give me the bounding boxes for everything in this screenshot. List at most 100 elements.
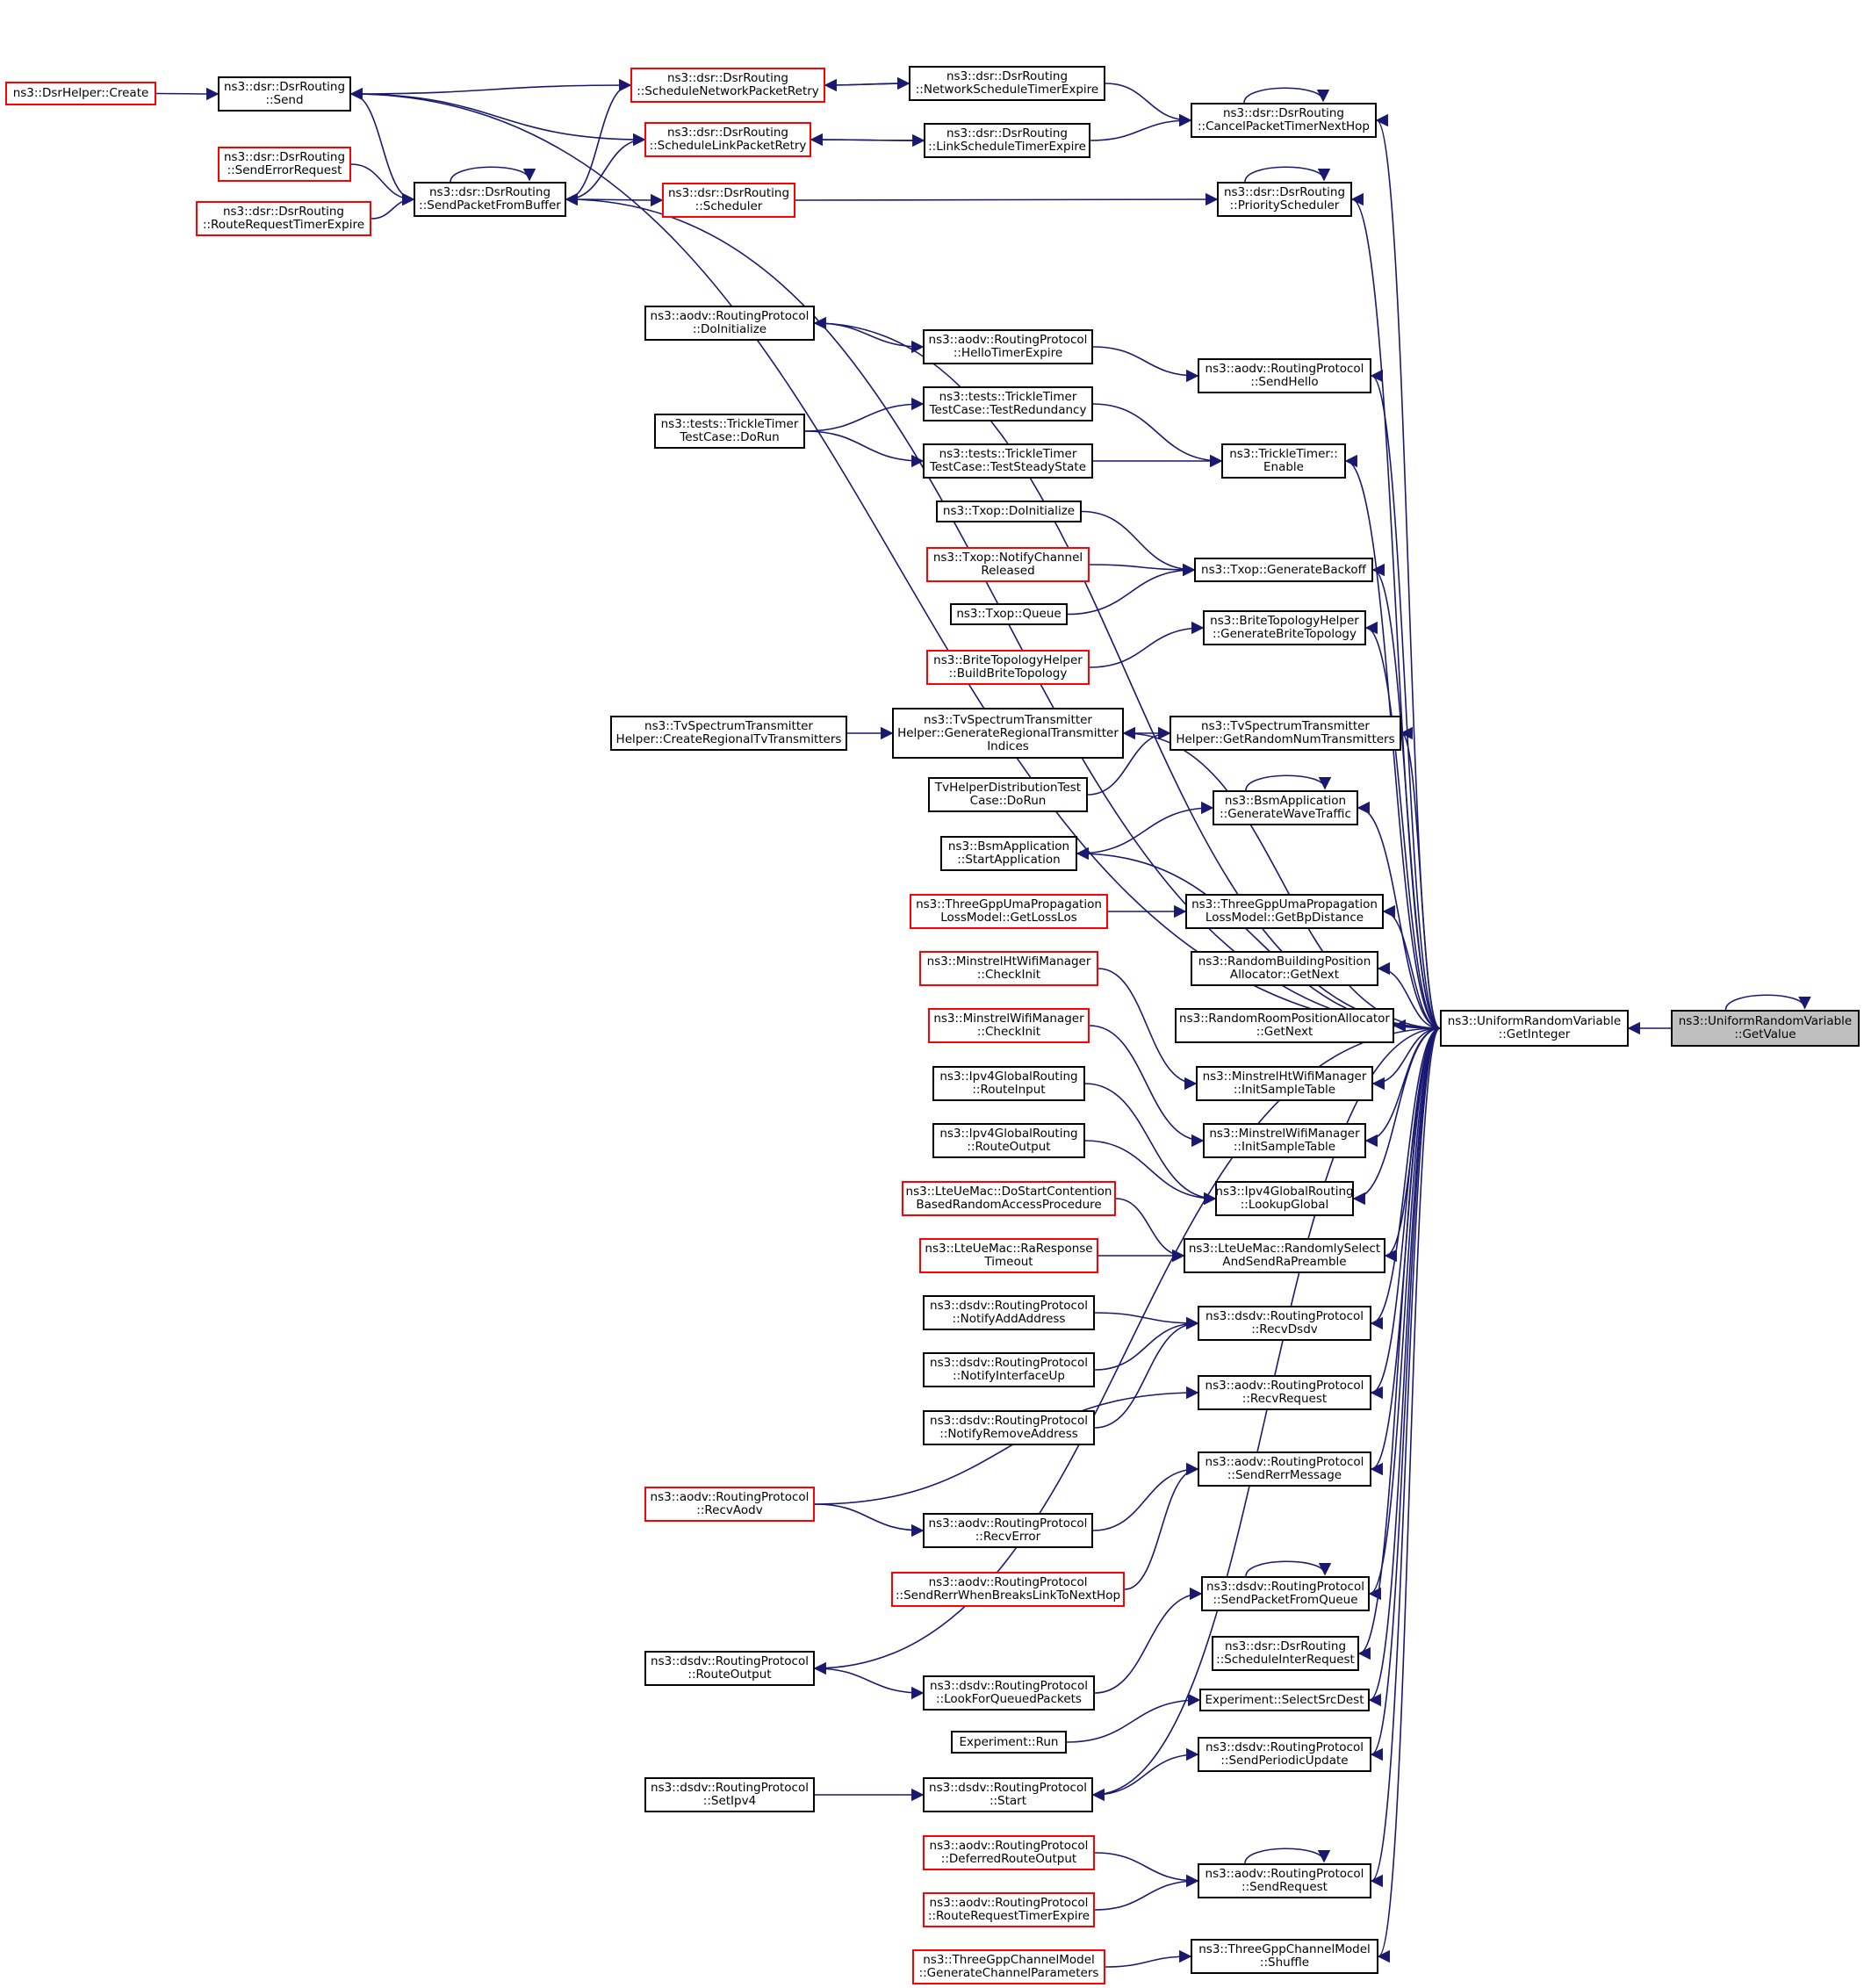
node-dsr-scheduleLinkPacketRetry[interactable]: ns3::dsr::DsrRouting ::ScheduleLinkPacke… xyxy=(644,122,811,157)
node-bsm-generateWaveTraffic[interactable]: ns3::BsmApplication ::GenerateWaveTraffi… xyxy=(1213,790,1358,825)
node-minstrel-initSampleTable[interactable]: ns3::MinstrelWifiManager ::InitSampleTab… xyxy=(1203,1123,1366,1158)
node-txop-doInitialize[interactable]: ns3::Txop::DoInitialize xyxy=(936,501,1082,522)
node-getinteger[interactable]: ns3::UniformRandomVariable ::GetInteger xyxy=(1440,1010,1629,1047)
node-dsr-routeRequestTimerExpire[interactable]: ns3::dsr::DsrRouting ::RouteRequestTimer… xyxy=(196,201,371,236)
node-minstrel-checkInit[interactable]: ns3::MinstrelWifiManager ::CheckInit xyxy=(928,1008,1090,1043)
node-aodv-routeRequestTimerExpire[interactable]: ns3::aodv::RoutingProtocol ::RouteReques… xyxy=(923,1892,1095,1927)
node-uma-getLossLos[interactable]: ns3::ThreeGppUmaPropagation LossModel::G… xyxy=(910,894,1108,929)
edge-dsr-sendPacketFromBuffer-to-dsr-send xyxy=(350,93,415,206)
node-randomBuilding-getNext[interactable]: ns3::RandomBuildingPosition Allocator::G… xyxy=(1191,951,1378,986)
node-dsr-sendPacketFromBuffer[interactable]: ns3::dsr::DsrRouting ::SendPacketFromBuf… xyxy=(414,182,566,217)
node-ipv4-lookupGlobal[interactable]: ns3::Ipv4GlobalRouting ::LookupGlobal xyxy=(1215,1181,1354,1216)
node-label: ns3::dsr::DsrRouting ::SendPacketFromBuf… xyxy=(419,185,561,212)
node-tv-generateRegionalIndices[interactable]: ns3::TvSpectrumTransmitter Helper::Gener… xyxy=(892,708,1124,759)
node-experiment-run[interactable]: Experiment::Run xyxy=(951,1731,1067,1754)
node-label: ns3::LteUeMac::RandomlySelect AndSendRaP… xyxy=(1188,1242,1381,1269)
node-dsr-scheduler[interactable]: ns3::dsr::DsrRouting ::Scheduler xyxy=(662,183,795,218)
node-experiment-selectSrcDest[interactable]: Experiment::SelectSrcDest xyxy=(1199,1689,1370,1711)
node-dsdv-notifyAddAddress[interactable]: ns3::dsdv::RoutingProtocol ::NotifyAddAd… xyxy=(923,1295,1095,1330)
edge-randomBuilding-getNext-to-getinteger xyxy=(1377,962,1441,1029)
node-randomRoom-getNext[interactable]: ns3::RandomRoomPositionAllocator ::GetNe… xyxy=(1175,1008,1394,1043)
edge-dsdv-sendPacketFromQueue-to-getinteger xyxy=(1368,1027,1441,1600)
node-aodv-recvAodv[interactable]: ns3::aodv::RoutingProtocol ::RecvAodv xyxy=(644,1487,815,1522)
node-aodv-sendRerrWhenBreaks[interactable]: ns3::aodv::RoutingProtocol ::SendRerrWhe… xyxy=(891,1572,1125,1607)
node-txop-queue[interactable]: ns3::Txop::Queue xyxy=(950,603,1068,625)
edge-txop-generateBackoff-to-txop-notifyChannelReleased xyxy=(1089,563,1196,577)
node-tv-getRandomNum[interactable]: ns3::TvSpectrumTransmitter Helper::GetRa… xyxy=(1169,716,1401,751)
node-dsdv-sendPeriodicUpdate[interactable]: ns3::dsdv::RoutingProtocol ::SendPeriodi… xyxy=(1198,1737,1371,1772)
node-aodv-sendHello[interactable]: ns3::aodv::RoutingProtocol ::SendHello xyxy=(1198,358,1371,393)
node-label: ns3::dsr::DsrRouting ::ScheduleInterRequ… xyxy=(1216,1639,1355,1667)
node-label: ns3::DsrHelper::Create xyxy=(12,86,149,100)
node-dsdv-sendPacketFromQueue[interactable]: ns3::dsdv::RoutingProtocol ::SendPacketF… xyxy=(1201,1576,1370,1611)
edge-aodv-sendRequest-to-aodv-routeRequestTimerExpire xyxy=(1094,1874,1199,1911)
node-dsdv-start[interactable]: ns3::dsdv::RoutingProtocol ::Start xyxy=(923,1777,1093,1812)
node-uma-getBpDistance[interactable]: ns3::ThreeGppUmaPropagation LossModel::G… xyxy=(1185,894,1384,929)
node-lte-raResponseTimeout[interactable]: ns3::LteUeMac::RaResponse Timeout xyxy=(919,1238,1098,1273)
node-label: ns3::UniformRandomVariable ::GetInteger xyxy=(1447,1014,1622,1041)
edge-aodv-sendRequest-to-getinteger xyxy=(1370,1027,1441,1887)
node-aodv-recvError[interactable]: ns3::aodv::RoutingProtocol ::RecvError xyxy=(923,1513,1093,1548)
edge-lte-randomlySelect-to-lte-doStartContention xyxy=(1115,1198,1185,1263)
node-aodv-doInitialize[interactable]: ns3::aodv::RoutingProtocol ::DoInitializ… xyxy=(644,306,815,341)
edge-dsr-cancelPacketTimerNextHop-to-dsr-linkScheduleTimerExpire xyxy=(1090,113,1192,141)
edge-aodv-helloTimerExpire-to-aodv-doInitialize xyxy=(814,322,925,354)
node-aodv-deferredRouteOutput[interactable]: ns3::aodv::RoutingProtocol ::DeferredRou… xyxy=(923,1835,1095,1870)
node-label: ns3::dsr::DsrRouting ::Scheduler xyxy=(667,186,790,213)
node-label: ns3::dsdv::RoutingProtocol ::NotifyRemov… xyxy=(930,1414,1088,1441)
edge-dsr-scheduleNetworkPacketRetry-to-dsr-send xyxy=(350,78,632,95)
edge-bsm-generateWaveTraffic-to-bsm-startApplication xyxy=(1076,801,1214,854)
node-trickle-enable[interactable]: ns3::TrickleTimer:: Enable xyxy=(1221,443,1346,479)
node-dsr-networkScheduleTimerExpire[interactable]: ns3::dsr::DsrRouting ::NetworkScheduleTi… xyxy=(909,66,1105,101)
node-dsdv-notifyInterfaceUp[interactable]: ns3::dsdv::RoutingProtocol ::NotifyInter… xyxy=(923,1352,1095,1387)
node-label: TvHelperDistributionTest Case::DoRun xyxy=(934,781,1082,808)
node-tv-createRegional[interactable]: ns3::TvSpectrumTransmitter Helper::Creat… xyxy=(610,716,847,751)
node-threegpp-shuffle[interactable]: ns3::ThreeGppChannelModel ::Shuffle xyxy=(1191,1939,1378,1974)
node-tvhelper-doRun[interactable]: TvHelperDistributionTest Case::DoRun xyxy=(928,777,1088,812)
node-brite-build[interactable]: ns3::BriteTopologyHelper ::BuildBriteTop… xyxy=(926,650,1090,685)
node-lte-randomlySelect[interactable]: ns3::LteUeMac::RandomlySelect AndSendRaP… xyxy=(1184,1238,1385,1273)
node-label: ns3::dsr::DsrRouting ::ScheduleNetworkPa… xyxy=(637,71,819,98)
node-dsr-cancelPacketTimerNextHop[interactable]: ns3::dsr::DsrRouting ::CancelPacketTimer… xyxy=(1191,103,1377,138)
node-bsm-startApplication[interactable]: ns3::BsmApplication ::StartApplication xyxy=(940,836,1077,871)
node-trickle-testSteadyState[interactable]: ns3::tests::TrickleTimer TestCase::TestS… xyxy=(923,443,1093,479)
node-ipv4-routeOutput[interactable]: ns3::Ipv4GlobalRouting ::RouteOutput xyxy=(932,1123,1085,1158)
node-label: ns3::aodv::RoutingProtocol ::DoInitializ… xyxy=(650,309,810,336)
node-aodv-sendRequest[interactable]: ns3::aodv::RoutingProtocol ::SendRequest xyxy=(1198,1863,1371,1898)
edge-dsr-scheduleInterRequest-to-getinteger xyxy=(1357,1027,1441,1660)
node-lte-doStartContention[interactable]: ns3::LteUeMac::DoStartContention BasedRa… xyxy=(902,1181,1116,1216)
node-label: ns3::dsr::DsrRouting ::LinkScheduleTimer… xyxy=(928,126,1086,154)
node-txop-notifyChannelReleased[interactable]: ns3::Txop::NotifyChannel Released xyxy=(926,547,1090,582)
node-aodv-sendRerrMessage[interactable]: ns3::aodv::RoutingProtocol ::SendRerrMes… xyxy=(1198,1451,1371,1487)
edge-minstrelHt-initSampleTable-to-minstrelHt-checkInit xyxy=(1098,968,1198,1091)
edge-dsdv-recvDsdv-to-dsdv-notifyInterfaceUp xyxy=(1094,1316,1199,1371)
node-dsr-linkScheduleTimerExpire[interactable]: ns3::dsr::DsrRouting ::LinkScheduleTimer… xyxy=(924,123,1090,158)
node-dsdv-lookForQueuedPackets[interactable]: ns3::dsdv::RoutingProtocol ::LookForQueu… xyxy=(923,1675,1095,1711)
edge-aodv-sendRequest-to-aodv-sendRequest xyxy=(1244,1848,1331,1864)
node-label: ns3::TvSpectrumTransmitter Helper::Gener… xyxy=(897,712,1119,753)
node-trickle-doRun[interactable]: ns3::tests::TrickleTimer TestCase::DoRun xyxy=(654,414,805,449)
node-dsr-send[interactable]: ns3::dsr::DsrRouting ::Send xyxy=(218,76,351,112)
node-threegpp-generateChannelParameters[interactable]: ns3::ThreeGppChannelModel ::GenerateChan… xyxy=(912,1949,1105,1984)
node-minstrelHt-checkInit[interactable]: ns3::MinstrelHtWifiManager ::CheckInit xyxy=(919,951,1098,986)
node-dsr-scheduleInterRequest[interactable]: ns3::dsr::DsrRouting ::ScheduleInterRequ… xyxy=(1212,1636,1359,1671)
node-brite-generate[interactable]: ns3::BriteTopologyHelper ::GenerateBrite… xyxy=(1203,610,1366,645)
node-dsr-priorityScheduler[interactable]: ns3::dsr::DsrRouting ::PriorityScheduler xyxy=(1217,182,1352,217)
node-dsr-sendErrorRequest[interactable]: ns3::dsr::DsrRouting ::SendErrorRequest xyxy=(218,147,351,182)
edge-tv-getRandomNum-to-getinteger xyxy=(1400,726,1441,1029)
node-dsdv-recvDsdv[interactable]: ns3::dsdv::RoutingProtocol ::RecvDsdv xyxy=(1198,1306,1371,1341)
node-dsdv-routeOutput[interactable]: ns3::dsdv::RoutingProtocol ::RouteOutput xyxy=(644,1651,815,1686)
node-label: ns3::ThreeGppUmaPropagation LossModel::G… xyxy=(916,897,1102,925)
node-aodv-recvRequest[interactable]: ns3::aodv::RoutingProtocol ::RecvRequest xyxy=(1198,1375,1371,1410)
node-dsr-scheduleNetworkPacketRetry[interactable]: ns3::dsr::DsrRouting ::ScheduleNetworkPa… xyxy=(630,68,825,103)
node-trickle-testRedundancy[interactable]: ns3::tests::TrickleTimer TestCase::TestR… xyxy=(923,386,1093,421)
node-label: ns3::Txop::Queue xyxy=(956,607,1062,621)
node-txop-generateBackoff[interactable]: ns3::Txop::GenerateBackoff xyxy=(1194,558,1373,582)
node-dsdv-notifyRemoveAddress[interactable]: ns3::dsdv::RoutingProtocol ::NotifyRemov… xyxy=(923,1410,1095,1445)
node-minstrelHt-initSampleTable[interactable]: ns3::MinstrelHtWifiManager ::InitSampleT… xyxy=(1196,1066,1373,1101)
node-aodv-helloTimerExpire[interactable]: ns3::aodv::RoutingProtocol ::HelloTimerE… xyxy=(923,329,1093,364)
node-dsrhelper-create[interactable]: ns3::DsrHelper::Create xyxy=(5,82,156,105)
node-dsdv-setIpv4[interactable]: ns3::dsdv::RoutingProtocol ::SetIpv4 xyxy=(644,1777,815,1812)
node-ipv4-routeInput[interactable]: ns3::Ipv4GlobalRouting ::RouteInput xyxy=(932,1066,1085,1101)
